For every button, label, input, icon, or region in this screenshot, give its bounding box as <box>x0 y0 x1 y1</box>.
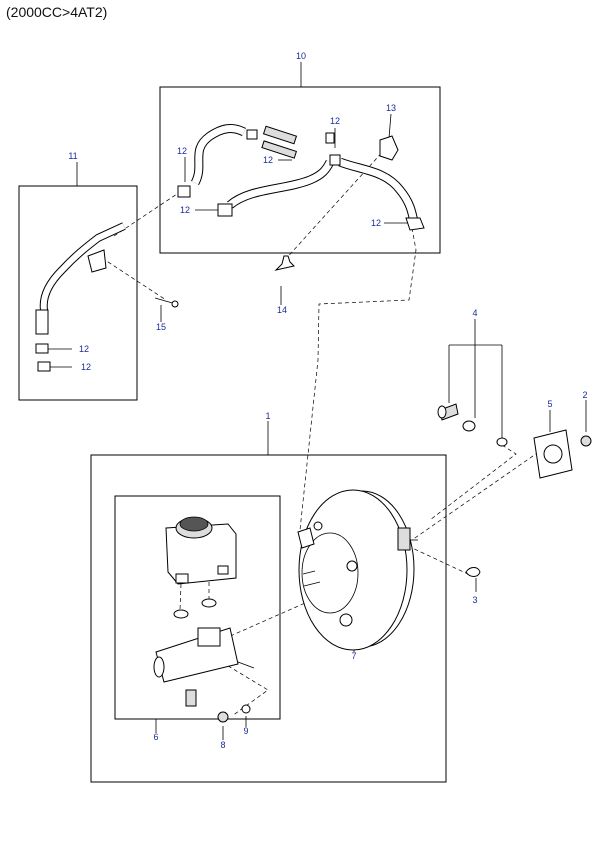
callout-10: 10 <box>296 51 306 61</box>
callout-1: 1 <box>265 411 270 421</box>
vacuum-hose-assembly <box>177 124 425 271</box>
callout-12f: 12 <box>79 344 89 354</box>
callout-3: 3 <box>472 595 477 605</box>
group-1-frame <box>90 454 447 783</box>
group-10-frame <box>159 86 441 254</box>
callout-8: 8 <box>220 740 225 750</box>
callout-15: 15 <box>156 322 166 332</box>
callout-12a: 12 <box>177 146 187 156</box>
callout-5: 5 <box>547 399 552 409</box>
master-cylinder <box>153 516 255 723</box>
callout-12b: 12 <box>180 205 190 215</box>
diagram-title: (2000CC>4AT2) <box>6 4 108 20</box>
callout-14: 14 <box>277 305 287 315</box>
callout-12e: 12 <box>371 218 381 228</box>
callout-6: 6 <box>153 732 158 742</box>
hose-pipe-assembly <box>35 222 179 372</box>
callout-11: 11 <box>68 151 77 161</box>
callout-12d: 12 <box>330 116 340 126</box>
callout-2: 2 <box>582 390 587 400</box>
group-11-frame <box>18 185 138 401</box>
group-6-frame <box>114 495 281 720</box>
booster-fittings <box>437 403 592 577</box>
leader-lines <box>47 62 587 740</box>
callout-12c: 12 <box>263 155 273 165</box>
brake-booster <box>297 489 418 651</box>
callout-13: 13 <box>386 103 396 113</box>
callout-12g: 12 <box>81 362 91 372</box>
callout-4: 4 <box>472 308 477 318</box>
callout-7: 7 <box>351 651 356 661</box>
callout-9: 9 <box>243 726 248 736</box>
